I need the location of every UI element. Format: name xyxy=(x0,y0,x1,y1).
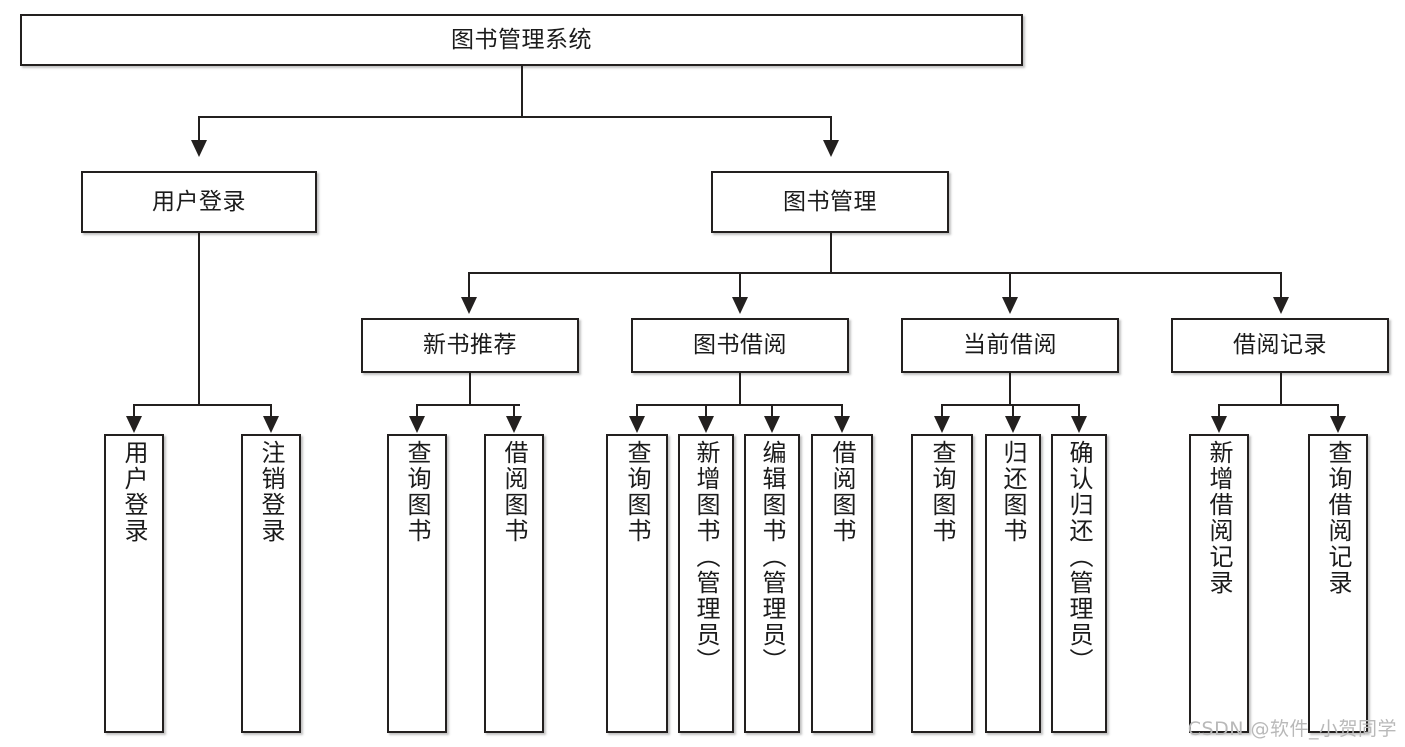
node-label: 注销登录 xyxy=(257,440,285,544)
connector-level3-drop-2 xyxy=(739,272,741,299)
node-label: 用户登录 xyxy=(120,440,148,544)
arrowhead-leaf-add-book xyxy=(698,416,714,433)
connector-borrow-record-drop-1 xyxy=(1218,404,1220,418)
connector-level3-bus xyxy=(468,272,1282,274)
connector-new-book-rec-drop-2 xyxy=(513,404,515,418)
node-leaf-query-book-3[interactable]: 查询图书 xyxy=(911,434,973,733)
node-label: 编辑图书（管理员） xyxy=(758,440,786,674)
node-leaf-confirm-return[interactable]: 确认归还（管理员） xyxy=(1051,434,1107,733)
node-user-login[interactable]: 用户登录 xyxy=(81,171,317,233)
connector-level3-drop-1 xyxy=(468,272,470,299)
arrowhead-leaf-add-record xyxy=(1211,416,1227,433)
arrowhead-leaf-return-book xyxy=(1005,416,1021,433)
node-label: 借阅图书 xyxy=(500,440,528,544)
node-new-book-rec[interactable]: 新书推荐 xyxy=(361,318,579,373)
node-label: 归还图书 xyxy=(999,440,1027,544)
node-label: 查询图书 xyxy=(403,440,431,544)
node-leaf-user-logout[interactable]: 注销登录 xyxy=(241,434,301,733)
connector-current-borrow-drop-3 xyxy=(1078,404,1080,418)
node-label: 用户登录 xyxy=(152,188,246,215)
connector-user-login-bus xyxy=(133,404,271,406)
connector-new-book-rec-bus xyxy=(416,404,520,406)
node-label: 借阅记录 xyxy=(1233,332,1327,359)
node-leaf-query-record[interactable]: 查询借阅记录 xyxy=(1308,434,1368,733)
connector-book-borrow-drop-1 xyxy=(636,404,638,418)
arrowhead-leaf-query-book-3 xyxy=(934,416,950,433)
node-label: 当前借阅 xyxy=(963,332,1057,359)
arrowhead-user-login xyxy=(191,140,207,157)
node-label: 查询图书 xyxy=(623,440,651,544)
node-label: 新书推荐 xyxy=(423,332,517,359)
node-leaf-edit-book[interactable]: 编辑图书（管理员） xyxy=(744,434,800,733)
node-current-borrow[interactable]: 当前借阅 xyxy=(901,318,1119,373)
arrowhead-leaf-user-logout xyxy=(263,416,279,433)
connector-level2-bus xyxy=(198,116,832,118)
connector-borrow-record-drop-2 xyxy=(1337,404,1339,418)
connector-user-login-drop-2 xyxy=(270,404,272,418)
arrowhead-current-borrow xyxy=(1002,297,1018,314)
node-leaf-query-book-1[interactable]: 查询图书 xyxy=(387,434,447,733)
node-label: 新增图书（管理员） xyxy=(692,440,720,674)
node-leaf-add-record[interactable]: 新增借阅记录 xyxy=(1189,434,1249,733)
node-leaf-query-book-2[interactable]: 查询图书 xyxy=(606,434,668,733)
connector-to-book-manage xyxy=(830,116,832,142)
node-label: 查询图书 xyxy=(928,440,956,544)
connector-root-stem xyxy=(521,66,523,116)
node-label: 图书管理系统 xyxy=(451,26,592,53)
arrowhead-leaf-borrow-book-1 xyxy=(506,416,522,433)
connector-borrow-record-stem xyxy=(1280,373,1282,404)
connector-new-book-rec-drop-1 xyxy=(416,404,418,418)
connector-to-user-login xyxy=(198,116,200,142)
connector-current-borrow-drop-2 xyxy=(1012,404,1014,418)
node-label: 图书管理 xyxy=(783,188,877,215)
connector-user-login-drop-1 xyxy=(133,404,135,418)
arrowhead-leaf-edit-book xyxy=(764,416,780,433)
connector-borrow-record-bus xyxy=(1218,404,1338,406)
connector-book-borrow-drop-3 xyxy=(771,404,773,418)
node-borrow-record[interactable]: 借阅记录 xyxy=(1171,318,1389,373)
node-book-borrow[interactable]: 图书借阅 xyxy=(631,318,849,373)
arrowhead-borrow-record xyxy=(1273,297,1289,314)
arrowhead-leaf-query-book-2 xyxy=(629,416,645,433)
connector-new-book-rec-stem xyxy=(469,373,471,404)
connector-level3-drop-4 xyxy=(1280,272,1282,299)
arrowhead-new-book-rec xyxy=(461,297,477,314)
connector-book-borrow-drop-4 xyxy=(841,404,843,418)
node-label: 借阅图书 xyxy=(828,440,856,544)
node-leaf-user-login[interactable]: 用户登录 xyxy=(104,434,164,733)
arrowhead-leaf-query-book-1 xyxy=(409,416,425,433)
connector-book-borrow-drop-2 xyxy=(705,404,707,418)
node-leaf-borrow-book-1[interactable]: 借阅图书 xyxy=(484,434,544,733)
connector-current-borrow-bus xyxy=(941,404,1080,406)
connector-book-borrow-bus xyxy=(636,404,842,406)
connector-book-manage-stem xyxy=(830,233,832,272)
node-leaf-add-book[interactable]: 新增图书（管理员） xyxy=(678,434,734,733)
arrowhead-leaf-borrow-book-2 xyxy=(834,416,850,433)
arrowhead-book-borrow xyxy=(732,297,748,314)
node-leaf-return-book[interactable]: 归还图书 xyxy=(985,434,1041,733)
connector-current-borrow-drop-1 xyxy=(941,404,943,418)
connector-book-borrow-stem xyxy=(739,373,741,404)
arrowhead-leaf-user-login xyxy=(126,416,142,433)
node-label: 图书借阅 xyxy=(693,332,787,359)
arrowhead-leaf-confirm-return xyxy=(1071,416,1087,433)
node-book-manage[interactable]: 图书管理 xyxy=(711,171,949,233)
node-label: 查询借阅记录 xyxy=(1324,440,1352,596)
node-leaf-borrow-book-2[interactable]: 借阅图书 xyxy=(811,434,873,733)
connector-level3-drop-3 xyxy=(1009,272,1011,299)
csdn-watermark: CSDN @软件_小贺同学 xyxy=(1187,718,1397,740)
arrowhead-book-manage xyxy=(823,140,839,157)
connector-user-login-stem xyxy=(198,233,200,404)
connector-current-borrow-stem xyxy=(1009,373,1011,404)
node-label: 确认归还（管理员） xyxy=(1065,440,1093,674)
arrowhead-leaf-query-record xyxy=(1330,416,1346,433)
node-label: 新增借阅记录 xyxy=(1205,440,1233,596)
node-root-system[interactable]: 图书管理系统 xyxy=(20,14,1023,66)
